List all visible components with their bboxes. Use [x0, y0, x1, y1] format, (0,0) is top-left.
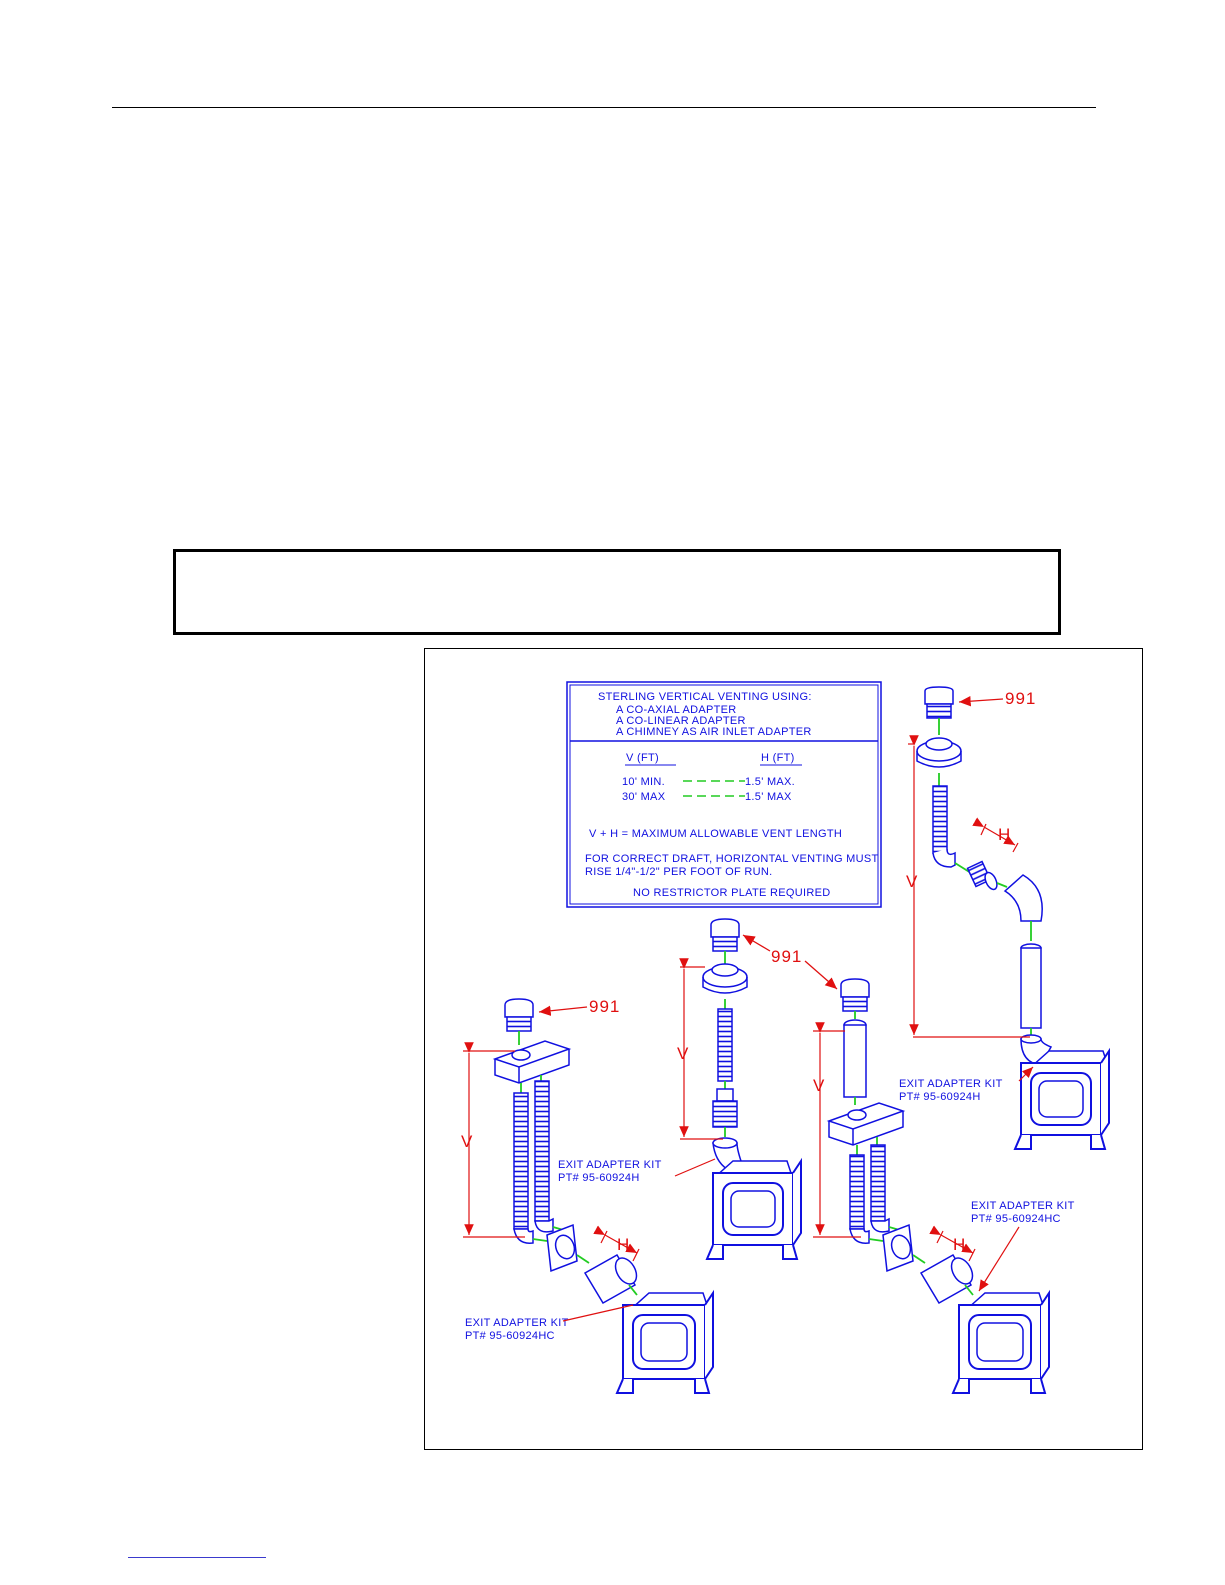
exit-adapter-kit-label-middle: EXIT ADAPTER KIT — [558, 1159, 662, 1171]
stove-top-right — [1013, 1047, 1110, 1150]
stove-right-lower — [951, 1289, 1050, 1394]
exit-adapter-kit-label: EXIT ADAPTER KIT — [899, 1078, 1003, 1090]
row-1-h: 1.5' MAX. — [745, 776, 795, 788]
exit-adapter-kit-label-left: EXIT ADAPTER KIT — [465, 1317, 569, 1329]
assembly-right-lower: V H EXIT ADAPTER KIT PT# 95-60924HC — [813, 978, 1075, 1394]
dim-v-label-middle: V — [677, 1044, 689, 1063]
dim-v-label-left: V — [461, 1132, 473, 1151]
assembly-middle: V 991 EXIT ADAPTER KIT PT# 95-60924H — [558, 918, 838, 1260]
dim-v-label: V — [906, 872, 918, 891]
assembly-top-right: V H 991 EXIT ADAPTER KIT PT# 95-60924H — [899, 686, 1110, 1150]
dim-v-label-right-lower: V — [813, 1076, 825, 1095]
header-rule — [112, 107, 1096, 108]
formula-text: V + H = MAXIMUM ALLOWABLE VENT LENGTH — [589, 828, 842, 840]
venting-diagram-svg: STERLING VERTICAL VENTING USING: A CO-AX… — [461, 681, 1110, 1394]
dim-h-label-right-lower: H — [953, 1235, 966, 1254]
notice-box — [173, 549, 1061, 635]
part-991-label-middle: 991 — [771, 947, 802, 966]
table-title: STERLING VERTICAL VENTING USING: — [598, 691, 812, 703]
dim-h-label: H — [998, 825, 1011, 844]
col-header-v: V (FT) — [626, 752, 659, 764]
exit-adapter-kit-label-right: EXIT ADAPTER KIT — [971, 1200, 1075, 1212]
restrictor-note: NO RESTRICTOR PLATE REQUIRED — [633, 887, 830, 899]
draft-note-line-2: RISE 1/4"-1/2" PER FOOT OF RUN. — [585, 866, 772, 878]
exit-adapter-kit-part-right: PT# 95-60924HC — [971, 1213, 1061, 1225]
stove-left — [615, 1289, 714, 1394]
venting-spec-table: STERLING VERTICAL VENTING USING: A CO-AX… — [566, 681, 882, 908]
row-2-v: 30' MAX — [622, 791, 666, 803]
row-1-v: 10' MIN. — [622, 776, 665, 788]
assembly-left: V H 991 EXIT ADAPTER KIT PT# 95-60924HC — [461, 997, 714, 1394]
part-991-label-left: 991 — [589, 997, 620, 1016]
exit-adapter-kit-part-left: PT# 95-60924HC — [465, 1330, 555, 1342]
col-header-h: H (FT) — [761, 752, 795, 764]
dim-h-label-left: H — [617, 1235, 630, 1254]
stove-middle — [705, 1157, 802, 1260]
footer-link-underline — [128, 1557, 266, 1558]
table-title-line-2: A CO-AXIAL ADAPTER — [616, 704, 737, 716]
venting-diagram: STERLING VERTICAL VENTING USING: A CO-AX… — [424, 648, 1143, 1450]
row-2-h: 1.5' MAX — [745, 791, 792, 803]
table-title-line-4: A CHIMNEY AS AIR INLET ADAPTER — [616, 726, 812, 738]
exit-adapter-kit-part: PT# 95-60924H — [899, 1091, 981, 1103]
exit-adapter-kit-part-middle: PT# 95-60924H — [558, 1172, 640, 1184]
draft-note-line-1: FOR CORRECT DRAFT, HORIZONTAL VENTING MU… — [585, 853, 879, 865]
table-title-line-3: A CO-LINEAR ADAPTER — [616, 715, 746, 727]
part-991-label: 991 — [1005, 689, 1036, 708]
